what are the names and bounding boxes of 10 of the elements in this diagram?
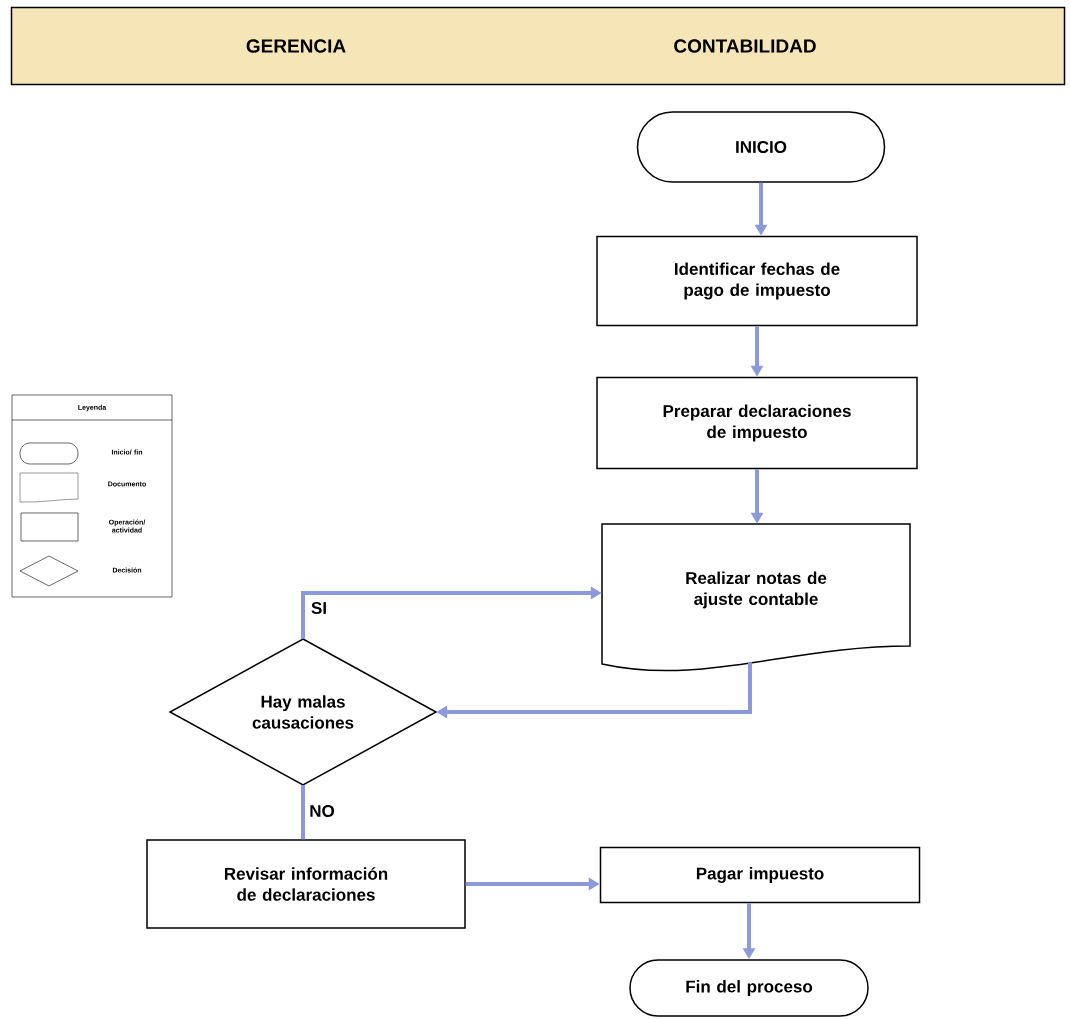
header-band: GERENCIA CONTABILIDAD bbox=[10, 6, 1066, 86]
edge-label: SI bbox=[309, 600, 330, 616]
edge-label: NO bbox=[307, 803, 337, 819]
terminal-box: INICIO bbox=[636, 111, 886, 183]
terminal-box: Fin del proceso bbox=[629, 959, 869, 1017]
process-box: Revisar información de declaraciones bbox=[146, 839, 466, 929]
process-box: Pagar impuesto bbox=[599, 846, 921, 904]
process-box: Preparar declaraciones de impuesto bbox=[596, 376, 918, 470]
process-box: Identificar fechas de pago de impuesto bbox=[596, 235, 918, 327]
document-box: Realizar notas de ajuste contable bbox=[601, 523, 911, 672]
